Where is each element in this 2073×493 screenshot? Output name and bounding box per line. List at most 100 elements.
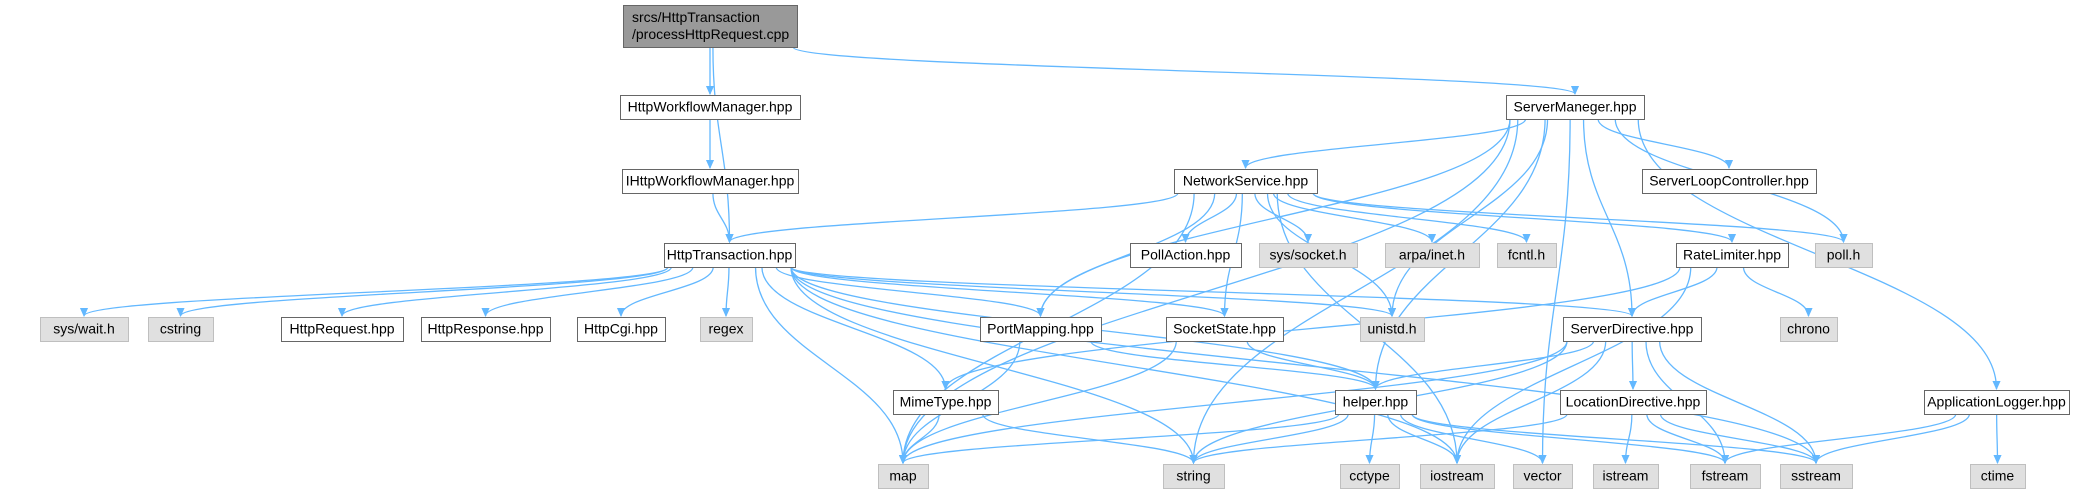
node-al[interactable]: ApplicationLogger.hpp (1924, 390, 2070, 415)
node-hcgi[interactable]: HttpCgi.hpp (577, 317, 666, 342)
node-pa[interactable]: PollAction.hpp (1130, 243, 1242, 268)
node-cstring: cstring (148, 317, 214, 342)
node-rl[interactable]: RateLimiter.hpp (1676, 243, 1789, 268)
edge-ns-to-ht (730, 192, 1179, 242)
edge-sd-to-map (903, 340, 1568, 463)
edge-sd-to-ld (1632, 340, 1633, 389)
node-label-regex: regex (708, 321, 743, 337)
node-fcntl: fcntl.h (1497, 243, 1557, 268)
edge-ld-to-sstream (1659, 413, 1816, 463)
node-box-cctype (1340, 464, 1400, 489)
node-hwm[interactable]: HttpWorkflowManager.hpp (620, 95, 801, 120)
edge-ht-to-hcgi (621, 266, 714, 316)
node-ht[interactable]: HttpTransaction.hpp (664, 243, 796, 268)
node-label-rl: RateLimiter.hpp (1683, 247, 1781, 263)
edge-ht-to-cstring (181, 266, 669, 316)
node-label-fstream: fstream (1702, 468, 1749, 484)
node-cctype: cctype (1340, 464, 1400, 489)
edge-ns-to-fcntl (1287, 192, 1527, 242)
edge-helper-to-fstream (1411, 413, 1725, 463)
node-iostream: iostream (1420, 464, 1495, 489)
node-box-hcgi (577, 317, 666, 342)
nodes-layer: srcs/HttpTransaction/processHttpRequest.… (40, 5, 2070, 489)
edge-sm-to-slc (1597, 118, 1729, 168)
node-label-root-line-1: srcs/HttpTransaction (632, 9, 760, 25)
node-box-mt (893, 390, 999, 415)
node-label-pa: PollAction.hpp (1141, 247, 1231, 263)
node-map: map (878, 464, 929, 489)
node-box-poll (1815, 243, 1873, 268)
node-label-arpa: arpa/inet.h (1399, 247, 1465, 263)
edge-mt-to-string (982, 413, 1194, 463)
edge-ht-to-pm (775, 266, 1040, 316)
node-ss[interactable]: SocketState.hpp (1166, 317, 1284, 342)
node-label-ss: SocketState.hpp (1173, 321, 1276, 337)
node-label-ihwm: IHttpWorkflowManager.hpp (626, 173, 795, 189)
edge-ht-to-unistd (790, 266, 1392, 316)
node-chrono: chrono (1780, 317, 1838, 342)
node-label-hreq: HttpRequest.hpp (289, 321, 394, 337)
node-sm[interactable]: ServerManeger.hpp (1506, 95, 1645, 120)
node-pm[interactable]: PortMapping.hpp (980, 317, 1102, 342)
edge-ld-to-istream (1626, 413, 1633, 463)
edge-root-to-ht (712, 46, 730, 242)
node-box-helper (1335, 390, 1417, 415)
node-ld[interactable]: LocationDirective.hpp (1560, 390, 1707, 415)
edge-helper-to-sstream (1411, 413, 1816, 463)
node-label-root-line-2: /processHttpRequest.cpp (632, 26, 789, 42)
node-box-istream (1593, 464, 1659, 489)
node-label-cctype: cctype (1349, 468, 1390, 484)
edge-rl-to-iostream (1457, 266, 1692, 463)
node-istream: istream (1593, 464, 1659, 489)
node-box-chrono (1780, 317, 1838, 342)
node-box-fstream (1690, 464, 1761, 489)
node-label-unistd: unistd.h (1367, 321, 1416, 337)
edge-ht-to-ss (790, 266, 1225, 316)
node-label-vector: vector (1523, 468, 1561, 484)
edge-ns-to-arpa (1272, 192, 1432, 242)
node-label-helper: helper.hpp (1343, 394, 1409, 410)
edge-sd-to-sstream (1658, 340, 1816, 463)
node-sd[interactable]: ServerDirective.hpp (1563, 317, 1702, 342)
node-label-ns: NetworkService.hpp (1183, 173, 1308, 189)
node-box-pa (1130, 243, 1242, 268)
node-label-hwm: HttpWorkflowManager.hpp (628, 99, 793, 115)
edge-helper-to-vector (1399, 413, 1543, 463)
node-box-ld (1560, 390, 1707, 415)
node-string: string (1163, 464, 1225, 489)
edge-ht-to-sd (790, 266, 1632, 316)
edges-layer (84, 46, 1998, 463)
node-label-syssocket: sys/socket.h (1269, 247, 1346, 263)
node-label-pm: PortMapping.hpp (987, 321, 1094, 337)
edge-ht-to-iostream (790, 266, 1457, 463)
node-sstream: sstream (1780, 464, 1853, 489)
node-label-ht: HttpTransaction.hpp (667, 247, 793, 263)
node-hreq[interactable]: HttpRequest.hpp (281, 317, 404, 342)
node-label-slc: ServerLoopController.hpp (1649, 173, 1809, 189)
edge-ht-to-map (754, 266, 903, 463)
node-syssocket: sys/socket.h (1259, 243, 1358, 268)
node-root[interactable]: srcs/HttpTransaction/processHttpRequest.… (623, 5, 798, 48)
node-mt[interactable]: MimeType.hpp (893, 390, 999, 415)
node-slc[interactable]: ServerLoopController.hpp (1642, 169, 1817, 194)
edge-ss-to-map (903, 340, 1177, 463)
edge-rl-to-mt (946, 266, 1681, 389)
node-box-arpa (1385, 243, 1480, 268)
node-hres[interactable]: HttpResponse.hpp (421, 317, 551, 342)
node-box-unistd (1360, 317, 1425, 342)
edge-ld-to-string (1194, 413, 1568, 463)
node-label-fcntl: fcntl.h (1508, 247, 1545, 263)
node-ns[interactable]: NetworkService.hpp (1174, 169, 1318, 194)
node-label-ld: LocationDirective.hpp (1566, 394, 1701, 410)
node-label-ctime: ctime (1981, 468, 2015, 484)
node-box-ctime (1970, 464, 2026, 489)
edge-sd-to-iostream (1457, 340, 1607, 463)
node-label-hres: HttpResponse.hpp (428, 321, 544, 337)
node-box-fcntl (1497, 243, 1557, 268)
node-box-sstream (1780, 464, 1853, 489)
edge-ns-to-syssocket (1254, 192, 1308, 242)
edge-helper-to-cctype (1370, 413, 1376, 463)
node-ihwm[interactable]: IHttpWorkflowManager.hpp (622, 169, 799, 194)
node-helper[interactable]: helper.hpp (1335, 390, 1417, 415)
